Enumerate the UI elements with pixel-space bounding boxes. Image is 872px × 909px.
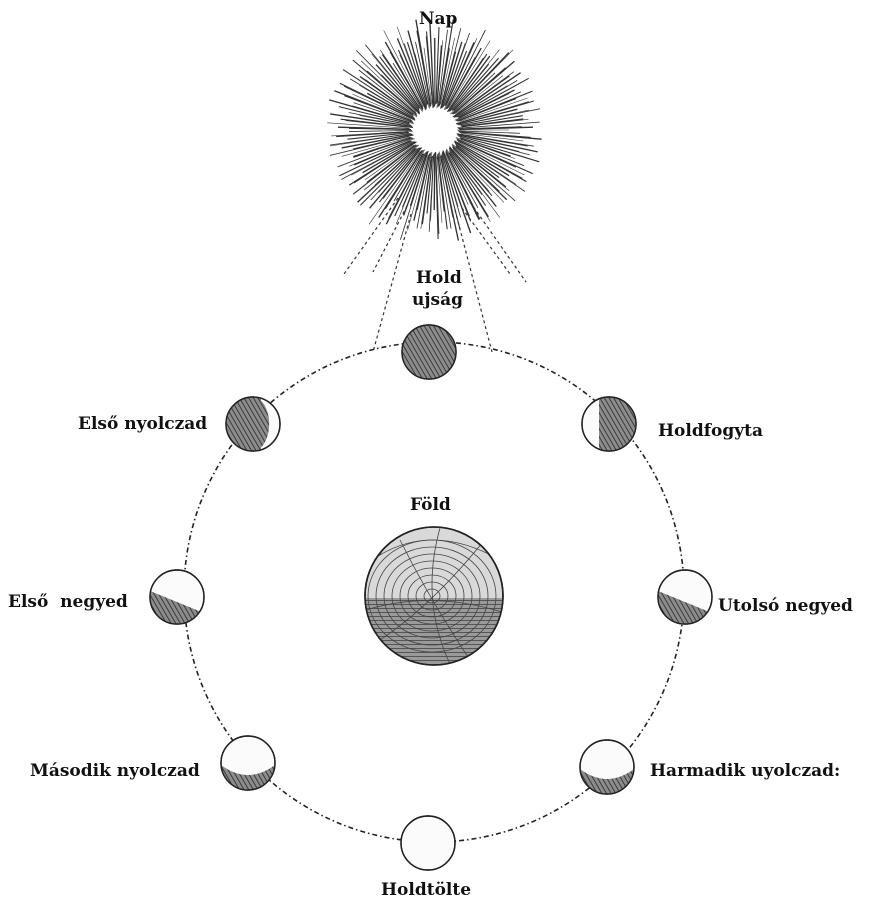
- moon-last-quarter: [658, 570, 712, 624]
- label-last-quarter: Utolsó negyed: [718, 596, 853, 616]
- moon-waning-crescent: [582, 397, 638, 451]
- moon-waxing-crescent: [226, 397, 280, 451]
- label-full-moon: Holdtölte: [381, 880, 471, 900]
- moon-new: [402, 325, 456, 379]
- sun-illustration: [327, 20, 541, 241]
- label-earth: Föld: [410, 495, 451, 515]
- label-waning-gibbous: Harmadik uyolczad:: [650, 761, 840, 781]
- moon-waning-gibbous: [580, 740, 634, 794]
- label-first-quarter: Első negyed: [8, 592, 128, 612]
- label-waning-crescent: Holdfogyta: [658, 421, 763, 441]
- moon-full: [401, 816, 455, 870]
- label-new-moon-line2: ujság: [412, 290, 463, 310]
- label-waxing-crescent: Első nyolczad: [78, 414, 207, 434]
- label-sun: Nap: [419, 9, 458, 29]
- label-waxing-gibbous: Második nyolczad: [30, 761, 200, 781]
- moon-waxing-gibbous: [221, 736, 275, 790]
- label-new-moon-line1: Hold: [416, 268, 462, 288]
- moon-first-quarter: [150, 570, 204, 624]
- earth-globe: [360, 520, 510, 673]
